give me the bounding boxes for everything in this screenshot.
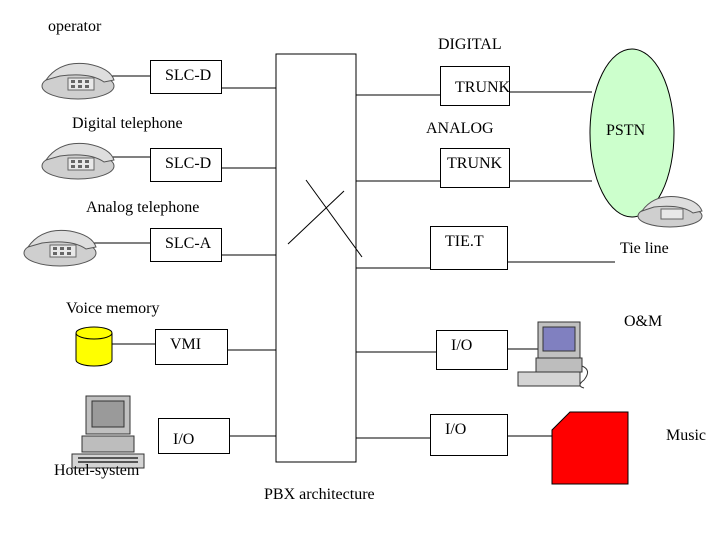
computer-terminal-icon <box>71 395 145 469</box>
label-hotel-system: Hotel-system <box>54 462 140 479</box>
label-music: Music <box>666 427 706 444</box>
left-connections <box>94 75 276 437</box>
telephone-icon <box>41 142 115 180</box>
label-analog-telephone: Analog telephone <box>86 199 200 216</box>
label-operator: operator <box>48 18 102 35</box>
music-device-icon <box>551 411 629 485</box>
telephone-icon <box>637 196 703 228</box>
database-cylinder-icon <box>75 326 113 367</box>
module-vmi: VMI <box>155 329 228 365</box>
label-analog: ANALOG <box>426 120 494 137</box>
module-io-om: I/O <box>436 330 508 370</box>
right-connections <box>356 91 615 439</box>
module-tie-trunk: TIE.T <box>430 226 508 270</box>
module-io-hotel: I/O <box>158 418 230 454</box>
telephone-icon <box>23 229 97 267</box>
module-slc-d-digital: SLC-D <box>150 60 222 94</box>
telephone-icon <box>41 62 115 100</box>
crossconnect-line-2 <box>305 179 363 258</box>
pstn-cloud <box>589 48 675 218</box>
label-voice-memory: Voice memory <box>66 300 160 317</box>
diagram-caption: PBX architecture <box>264 486 375 503</box>
label-pstn: PSTN <box>606 122 646 139</box>
module-io-music: I/O <box>430 414 508 456</box>
label-digital: DIGITAL <box>438 36 502 53</box>
computer-terminal-icon <box>517 321 588 389</box>
module-digital-trunk: TRUNK <box>440 66 510 106</box>
switch-matrix <box>275 53 357 463</box>
module-slc-a: SLC-A <box>150 228 222 262</box>
label-om: O&M <box>624 313 663 330</box>
label-tie-line: Tie line <box>620 240 669 257</box>
label-digital-telephone: Digital telephone <box>72 115 183 132</box>
module-analog-trunk: TRUNK <box>440 148 510 188</box>
crossconnect-line-1 <box>287 190 345 245</box>
module-slc-d-analog: SLC-D <box>150 148 222 182</box>
